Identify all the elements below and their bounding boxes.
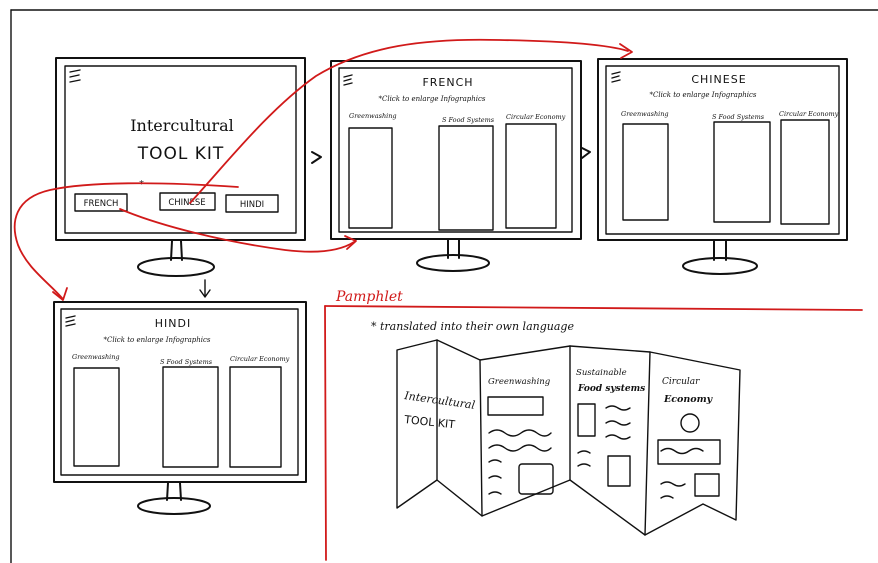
column-label-greenwashing: Greenwashing: [349, 112, 397, 120]
chinese-button-label: CHINESE: [168, 198, 205, 208]
pamphlet-cover-line1: Intercultural: [403, 389, 477, 412]
column-label-food-systems: S Food Systems: [160, 358, 213, 366]
pamphlet-heading: Pamphlet: [335, 289, 403, 305]
pamphlet-cover-line2: TOOL KIT: [403, 413, 456, 431]
column-label-circular-economy: Circular Economy: [506, 113, 566, 121]
intro-title-line2: TOOL KIT: [137, 144, 225, 164]
pamphlet-circular-content: [658, 414, 720, 498]
monitor-chinese-base: [683, 258, 757, 274]
monitor-intro-base: [138, 258, 214, 276]
monitor-hindi: HINDI *Click to enlarge Infographics Gre…: [54, 302, 306, 514]
screen-title: HINDI: [155, 317, 191, 330]
hamburger-menu-icon[interactable]: [612, 72, 620, 82]
monitor-french: FRENCH *Click to enlarge Infographics Gr…: [331, 61, 581, 271]
column-label-food-systems: S Food Systems: [442, 116, 495, 124]
screen-title: CHINESE: [691, 73, 746, 86]
infographic-card-greenwashing[interactable]: [623, 124, 668, 220]
monitor-intro: Intercultural TOOL KIT * FRENCH CHINESE …: [56, 58, 305, 276]
hamburger-menu-icon[interactable]: [344, 75, 352, 85]
pamphlet-note: * translated into their own language: [371, 320, 574, 333]
flow-arrow-right-1: [312, 152, 321, 163]
infographic-card-circular-economy[interactable]: [230, 367, 281, 467]
red-arrow-chinese-to-chinese-screen: [190, 40, 632, 203]
column-label-greenwashing: Greenwashing: [72, 353, 120, 361]
pamphlet-fold-4: [645, 352, 650, 535]
pamphlet-divider-horizontal: [325, 306, 862, 310]
infographic-card-greenwashing[interactable]: [349, 128, 392, 228]
pamphlet-divider-vertical: [325, 306, 326, 560]
red-arrow-french-to-french-screen: [120, 209, 356, 252]
column-label-greenwashing: Greenwashing: [621, 110, 669, 118]
cursor-mark: *: [139, 179, 144, 190]
pamphlet-food-content: [578, 404, 630, 486]
infographic-card-food-systems[interactable]: [163, 367, 218, 467]
flow-arrow-right-2: [582, 148, 590, 158]
pamphlet-panel-circular-line1: Circular: [662, 377, 700, 387]
monitor-french-base: [417, 255, 489, 271]
infographic-card-circular-economy[interactable]: [506, 124, 556, 228]
monitor-chinese: CHINESE *Click to enlarge Infographics G…: [598, 59, 847, 274]
infographic-card-food-systems[interactable]: [439, 126, 493, 230]
intro-title-line1: Intercultural: [130, 116, 234, 135]
pamphlet-outline: [397, 340, 740, 535]
pamphlet-panel-greenwashing: Greenwashing: [488, 377, 551, 387]
hindi-button-label: HINDI: [240, 200, 264, 210]
pamphlet-panel-food-line2: Food systems: [577, 384, 645, 394]
monitor-hindi-screen: [61, 309, 298, 475]
french-button-label: FRENCH: [84, 199, 119, 209]
trifold-pamphlet-sketch: Intercultural TOOL KIT Greenwashing Sust…: [397, 340, 740, 535]
infographic-card-greenwashing[interactable]: [74, 368, 119, 466]
infographic-card-food-systems[interactable]: [714, 122, 770, 222]
infographic-card-circular-economy[interactable]: [781, 120, 829, 224]
pamphlet-section: Pamphlet * translated into their own lan…: [325, 289, 862, 560]
screen-subtitle: *Click to enlarge Infographics: [649, 91, 756, 99]
pamphlet-fold-2: [480, 360, 482, 516]
monitor-chinese-bezel: [598, 59, 847, 240]
pamphlet-greenwashing-content: [488, 397, 553, 494]
hamburger-menu-icon[interactable]: [66, 316, 75, 326]
screen-title: FRENCH: [422, 76, 473, 89]
flow-arrow-down: [200, 280, 210, 297]
hamburger-menu-icon[interactable]: [70, 70, 80, 82]
column-label-food-systems: S Food Systems: [712, 113, 765, 121]
pamphlet-panel-food-line1: Sustainable: [576, 368, 627, 378]
screen-subtitle: *Click to enlarge Infographics: [378, 95, 485, 103]
column-label-circular-economy: Circular Economy: [230, 355, 290, 363]
monitor-hindi-base: [138, 498, 210, 514]
column-label-circular-economy: Circular Economy: [779, 110, 839, 118]
screen-subtitle: *Click to enlarge Infographics: [103, 336, 210, 344]
pamphlet-panel-circular-line2: Economy: [663, 394, 714, 405]
monitor-french-screen: [339, 68, 572, 232]
